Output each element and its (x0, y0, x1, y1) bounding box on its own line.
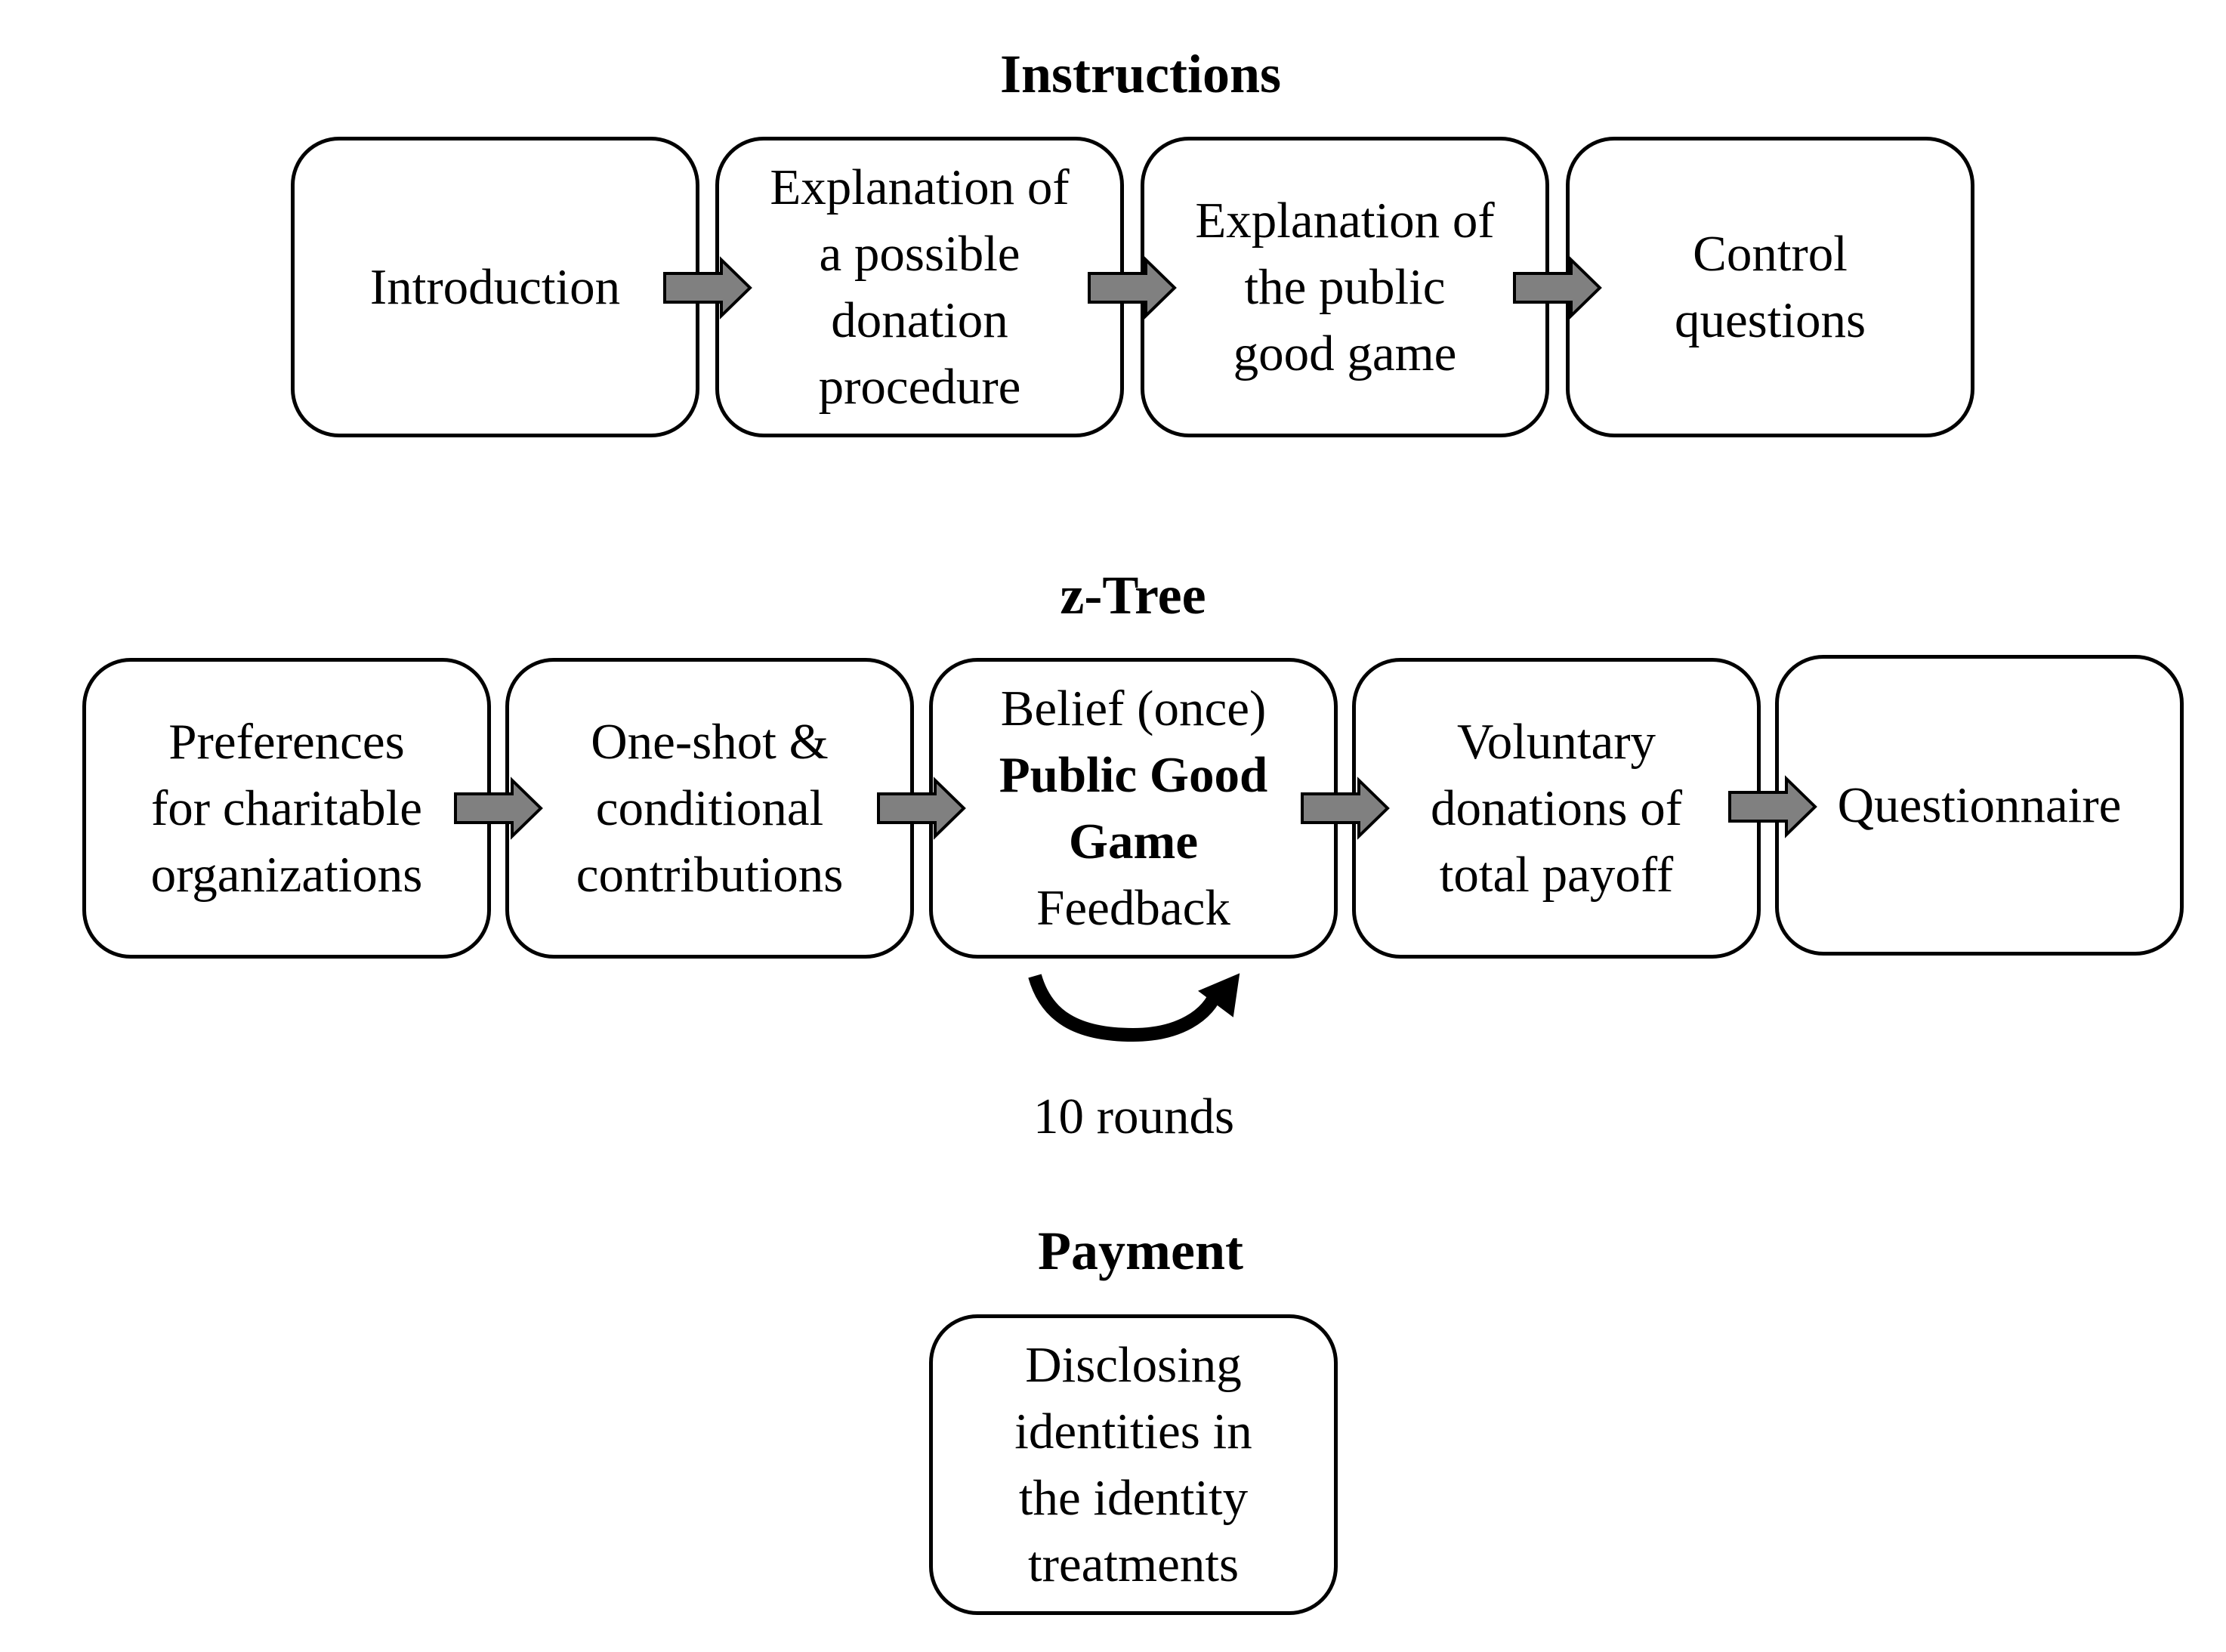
flow-arrow-right-icon (663, 256, 752, 320)
ztree-title: z-Tree (1060, 565, 1206, 625)
box-text-bold: Public Good (999, 747, 1268, 803)
box-text: Explanation of (770, 159, 1070, 215)
box-text: Preferences (168, 714, 405, 770)
box-text: organizations (150, 847, 423, 903)
flow-arrow-right-icon (1728, 775, 1817, 838)
box-text: total payoff (1439, 847, 1674, 903)
box-text: Questionnaire (1837, 777, 2122, 833)
box-text: One-shot & (591, 714, 829, 770)
box-text: questions (1674, 292, 1866, 348)
box-text: Disclosing (1025, 1337, 1242, 1393)
box-text: donation (831, 292, 1008, 348)
box-text: the identity (1018, 1470, 1249, 1526)
instructions-title: Instructions (999, 44, 1282, 104)
ztree-box-contributions: One-shot & conditional contributions (505, 658, 914, 959)
ztree-box-questionnaire: Questionnaire (1775, 655, 2184, 956)
box-text: Voluntary (1456, 714, 1656, 770)
box-text: Explanation of (1195, 193, 1495, 249)
flow-arrow-right-icon (877, 777, 966, 840)
box-text: identities in (1014, 1403, 1252, 1459)
flow-arrow-right-icon (1301, 777, 1390, 840)
box-text: Introduction (369, 259, 621, 315)
flow-arrow-right-icon (454, 777, 543, 840)
box-text: for charitable (151, 780, 422, 836)
flow-arrow-right-icon (1088, 256, 1177, 320)
loop-rounds-label: 10 rounds (1033, 1088, 1235, 1144)
box-text: a possible (819, 226, 1020, 282)
box-text: Control (1693, 226, 1848, 282)
ztree-box-public-good-game: Belief (once) Public Good Game Feedback (929, 658, 1338, 959)
flow-arrow-right-icon (1513, 256, 1602, 320)
box-text: Feedback (1036, 880, 1230, 936)
payment-box-disclosing-identities: Disclosing identities in the identity tr… (929, 1314, 1338, 1615)
loop-arrowhead-icon (1198, 973, 1240, 1017)
box-text: contributions (576, 847, 844, 903)
box-text: the public (1244, 259, 1446, 315)
loop-arrow-icon (1028, 974, 1224, 1042)
box-text: conditional (595, 780, 824, 836)
box-text: treatments (1027, 1536, 1240, 1592)
box-text: good game (1233, 326, 1457, 381)
instructions-box-public-good-game: Explanation of the public good game (1141, 137, 1549, 437)
box-text: procedure (818, 359, 1021, 415)
ztree-box-preferences: Preferences for charitable organizations (82, 658, 491, 959)
instructions-box-donation-procedure: Explanation of a possible donation proce… (715, 137, 1124, 437)
payment-title: Payment (1038, 1221, 1243, 1281)
box-text: donations of (1430, 780, 1683, 836)
box-text: Belief (once) (1000, 681, 1267, 736)
ztree-box-voluntary-donations: Voluntary donations of total payoff (1352, 658, 1761, 959)
instructions-box-control-questions: Control questions (1566, 137, 1974, 437)
box-text-bold: Game (1068, 814, 1199, 869)
